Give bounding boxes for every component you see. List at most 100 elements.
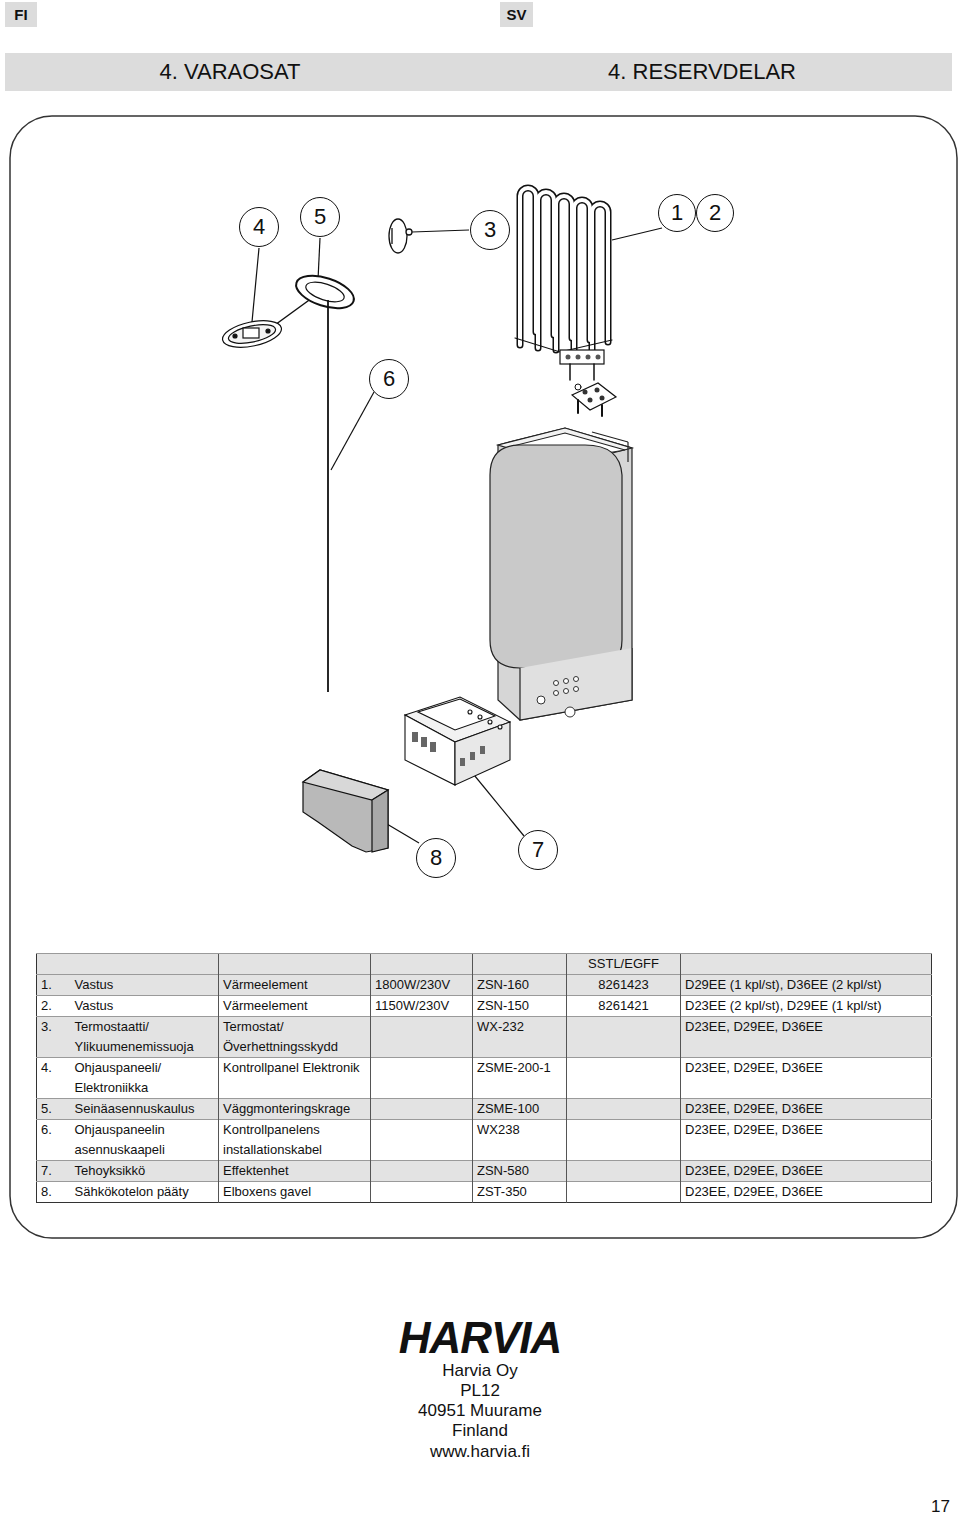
table-text: 8261421 (571, 996, 676, 1016)
table-text: Sähkökotelon pääty (75, 1182, 215, 1202)
table-cell: Seinäasennuskaulus (71, 1099, 219, 1120)
table-cell: 2. (37, 996, 71, 1017)
table-cell (371, 1058, 473, 1099)
table-text: D29EE (1 kpl/st), D36EE (2 kpl/st) (685, 975, 927, 995)
section-heading: 4. RESERVDELAR (455, 59, 949, 85)
control-panel (220, 269, 358, 692)
section-heading: 4. VARAOSAT (5, 59, 455, 85)
item-number: 6. (41, 1120, 67, 1140)
table-row: 4.Ohjauspaneeli/ Elektroniikka Kontrollpa… (37, 1058, 932, 1099)
table-text: ZSME-100 (477, 1099, 562, 1119)
table-cell: 4. (37, 1058, 71, 1099)
table-cell: Effektenhet (219, 1161, 371, 1182)
table-cell: Vastus (71, 996, 219, 1017)
table-text: Kontrollpanel Elektronik (223, 1058, 366, 1078)
table-row: 3.Termostaatti/ YlikuumenemissuojaTermos… (37, 1017, 932, 1058)
table-text: Effektenhet (223, 1161, 366, 1181)
table-cell (681, 954, 932, 975)
table-cell: Termostat/ Överhettningsskydd (219, 1017, 371, 1058)
table-cell: ZSN-150 (473, 996, 567, 1017)
table-row: 5. Seinäasennuskaulus Väggmonteringskrage Z… (37, 1099, 932, 1120)
heater-body (490, 428, 632, 720)
table-text: D23EE, D29EE, D36EE (685, 1058, 927, 1078)
table-text: D23EE, D29EE, D36EE (685, 1161, 927, 1181)
table-cell (371, 1161, 473, 1182)
table-cell: D23EE, D29EE, D36EE (681, 1099, 932, 1120)
table-cell: WX238 (473, 1120, 567, 1161)
table-text: Tehoyksikkö (75, 1161, 215, 1181)
table-cell: D29EE (1 kpl/st), D36EE (2 kpl/st) (681, 975, 932, 996)
item-number: 7. (41, 1161, 67, 1181)
parts-table-grid: SSTL/EGFF1.VastusVärmeelement1800W/230VZ… (36, 953, 932, 1203)
table-text: Seinäasennuskaulus (75, 1099, 215, 1119)
item-number: 1. (41, 975, 67, 995)
item-number: 2. (41, 996, 67, 1016)
language-code: SV (506, 6, 526, 23)
table-text: WX-232 (477, 1017, 562, 1037)
heating-elements (515, 188, 616, 416)
table-cell (567, 1161, 681, 1182)
table-cell (219, 954, 371, 975)
table-cell: D23EE (2 kpl/st), D29EE (1 kpl/st) (681, 996, 932, 1017)
address-line: Finland (0, 1421, 960, 1441)
language-code: FI (14, 6, 27, 23)
table-text: Värmeelement (223, 996, 366, 1016)
table-cell: 5. (37, 1099, 71, 1120)
table-cell: Termostaatti/ Ylikuumenemissuoja (71, 1017, 219, 1058)
table-cell: D23EE, D29EE, D36EE (681, 1017, 932, 1058)
table-cell: 8261421 (567, 996, 681, 1017)
table-text: D23EE, D29EE, D36EE (685, 1120, 927, 1140)
table-text: ZSN-150 (477, 996, 562, 1016)
table-row: 1. VastusVärmeelement1800W/230VZSN-160826… (37, 975, 932, 996)
table-cell: ZST-350 (473, 1182, 567, 1203)
table-cell (371, 1120, 473, 1161)
page-frame (10, 116, 957, 1238)
table-row: SSTL/EGFF (37, 954, 932, 975)
table-cell: Värmeelement (219, 996, 371, 1017)
table-cell: ZSME-100 (473, 1099, 567, 1120)
table-text: ZST-350 (477, 1182, 562, 1202)
callout-number: 4 (239, 207, 279, 247)
table-cell: ZSN-580 (473, 1161, 567, 1182)
table-cell: Kontrollpanelens installationskabel (219, 1120, 371, 1161)
table-cell: Vastus (71, 975, 219, 996)
table-text: SSTL/EGFF (571, 954, 676, 974)
thermostat (389, 219, 412, 253)
table-cell (371, 1017, 473, 1058)
table-text: ZSN-580 (477, 1161, 562, 1181)
table-text: Elboxens gavel (223, 1182, 366, 1202)
table-text: Vastus (75, 975, 215, 995)
table-cell: Värmeelement (219, 975, 371, 996)
table-cell: 6. (37, 1120, 71, 1161)
callout-number: 7 (518, 830, 558, 870)
table-cell (371, 1099, 473, 1120)
table-text: Vastus (75, 996, 215, 1016)
table-cell: SSTL/EGFF (567, 954, 681, 975)
callout-number: 8 (430, 845, 442, 871)
callout-number: 3 (470, 210, 510, 250)
table-text: D23EE, D29EE, D36EE (685, 1099, 927, 1119)
address-line: PL12 (0, 1381, 960, 1401)
power-unit (405, 697, 510, 785)
table-cell: 1800W/230V (371, 975, 473, 996)
table-cell: D23EE, D29EE, D36EE (681, 1058, 932, 1099)
language-tab: FI (5, 2, 37, 27)
table-cell: 1150W/230V (371, 996, 473, 1017)
table-cell: 7. (37, 1161, 71, 1182)
address-line: Harvia Oy (0, 1361, 960, 1381)
table-text: Ohjauspaneelin asennuskaapeli (75, 1120, 215, 1160)
table-cell: D23EE, D29EE, D36EE (681, 1120, 932, 1161)
item-number: 5. (41, 1099, 67, 1119)
table-cell: Elboxens gavel (219, 1182, 371, 1203)
table-cell: 8261423 (567, 975, 681, 996)
table-cell: ZSN-160 (473, 975, 567, 996)
table-text: 8261423 (571, 975, 676, 995)
table-row: 8. Sähkökotelon pääty Elboxens gavel ZST-35… (37, 1182, 932, 1203)
item-number: 8. (41, 1182, 67, 1202)
table-text: Ohjauspaneeli/ Elektroniikka (75, 1058, 215, 1098)
leader-lines (252, 228, 662, 843)
table-row: 2. Vastus Värmeelement1150W/230VZSN-150 826… (37, 996, 932, 1017)
table-cell (567, 1058, 681, 1099)
table-text: Väggmonteringskrage (223, 1099, 366, 1119)
